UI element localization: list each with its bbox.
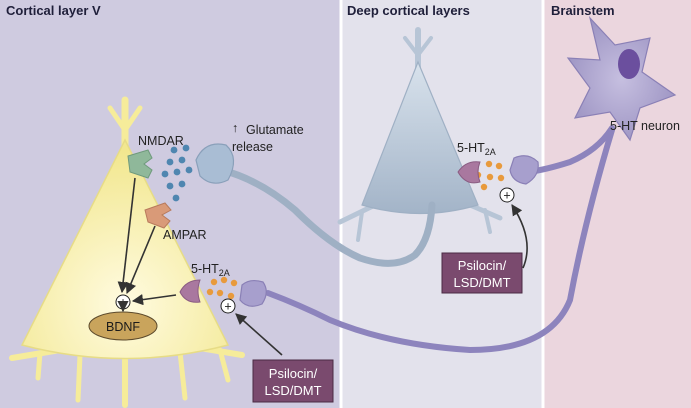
- svg-text:LSD/DMT: LSD/DMT: [264, 383, 321, 398]
- svg-text:+: +: [119, 296, 126, 310]
- svg-text:+: +: [224, 300, 231, 314]
- arrow-drug-deep: [511, 204, 528, 269]
- drug-box-deep: Psilocin/ LSD/DMT: [441, 252, 523, 294]
- axon-deep-to-cortical: [218, 166, 436, 267]
- deep-cortical-neuron: [337, 27, 503, 242]
- glutamate-label-line2: release: [232, 140, 273, 154]
- serotonin-neuron-label: 5-HT neuron: [610, 119, 680, 133]
- arrow-drug-cortical: [235, 313, 283, 356]
- serotonin-neuron-nucleus: [618, 49, 640, 79]
- svg-text:LSD/DMT: LSD/DMT: [453, 275, 510, 290]
- glutamate-terminal: [195, 143, 235, 184]
- 5ht2a-receptor-deep: [457, 161, 481, 184]
- svg-text:Psilocin/: Psilocin/: [458, 258, 507, 273]
- plus-marker-cortical-receptor: +: [220, 298, 236, 314]
- svg-text:+: +: [503, 189, 510, 203]
- region-title-cortical: Cortical layer V: [6, 3, 101, 18]
- axon-serotonin-to-deep: [525, 125, 615, 175]
- 5ht2a-label-deep: 5-HT2A: [457, 141, 496, 157]
- bdnf-label: BDNF: [106, 320, 140, 334]
- plus-marker-deep-receptor: +: [499, 187, 515, 203]
- axon-serotonin-to-cortical: [265, 127, 615, 354]
- glutamate-label-line1: Glutamate: [246, 123, 304, 137]
- glutamate-arrow: ↑: [232, 121, 238, 135]
- nmdar-label: NMDAR: [138, 134, 184, 148]
- serotonin-terminal-cortical: [239, 279, 267, 307]
- bdnf-node: BDNF: [88, 311, 158, 341]
- serotonin-terminal-deep: [509, 155, 539, 185]
- ampar-label: AMPAR: [163, 228, 207, 242]
- glutamate-molecules: [161, 144, 193, 202]
- 5ht2a-receptor-cortical: [179, 279, 201, 303]
- nmdar-receptor: [127, 149, 153, 179]
- region-title-deep: Deep cortical layers: [347, 3, 470, 18]
- 5ht2a-label-cortical: 5-HT2A: [191, 262, 230, 278]
- ampar-receptor: [144, 202, 172, 229]
- arrow-ampar-to-plus: [125, 225, 156, 295]
- serotonin-molecules-cortical: [206, 276, 238, 300]
- plus-marker-bdnf: +: [115, 294, 131, 310]
- pyramidal-neuron: [9, 96, 245, 408]
- region-title-brainstem: Brainstem: [551, 3, 615, 18]
- arrow-receptor-to-plus: [131, 294, 177, 306]
- drug-box-cortical: Psilocin/ LSD/DMT: [252, 359, 334, 403]
- arrow-nmdar-to-plus: [117, 177, 136, 294]
- serotonin-neuron: [566, 15, 677, 142]
- svg-text:Psilocin/: Psilocin/: [269, 366, 318, 381]
